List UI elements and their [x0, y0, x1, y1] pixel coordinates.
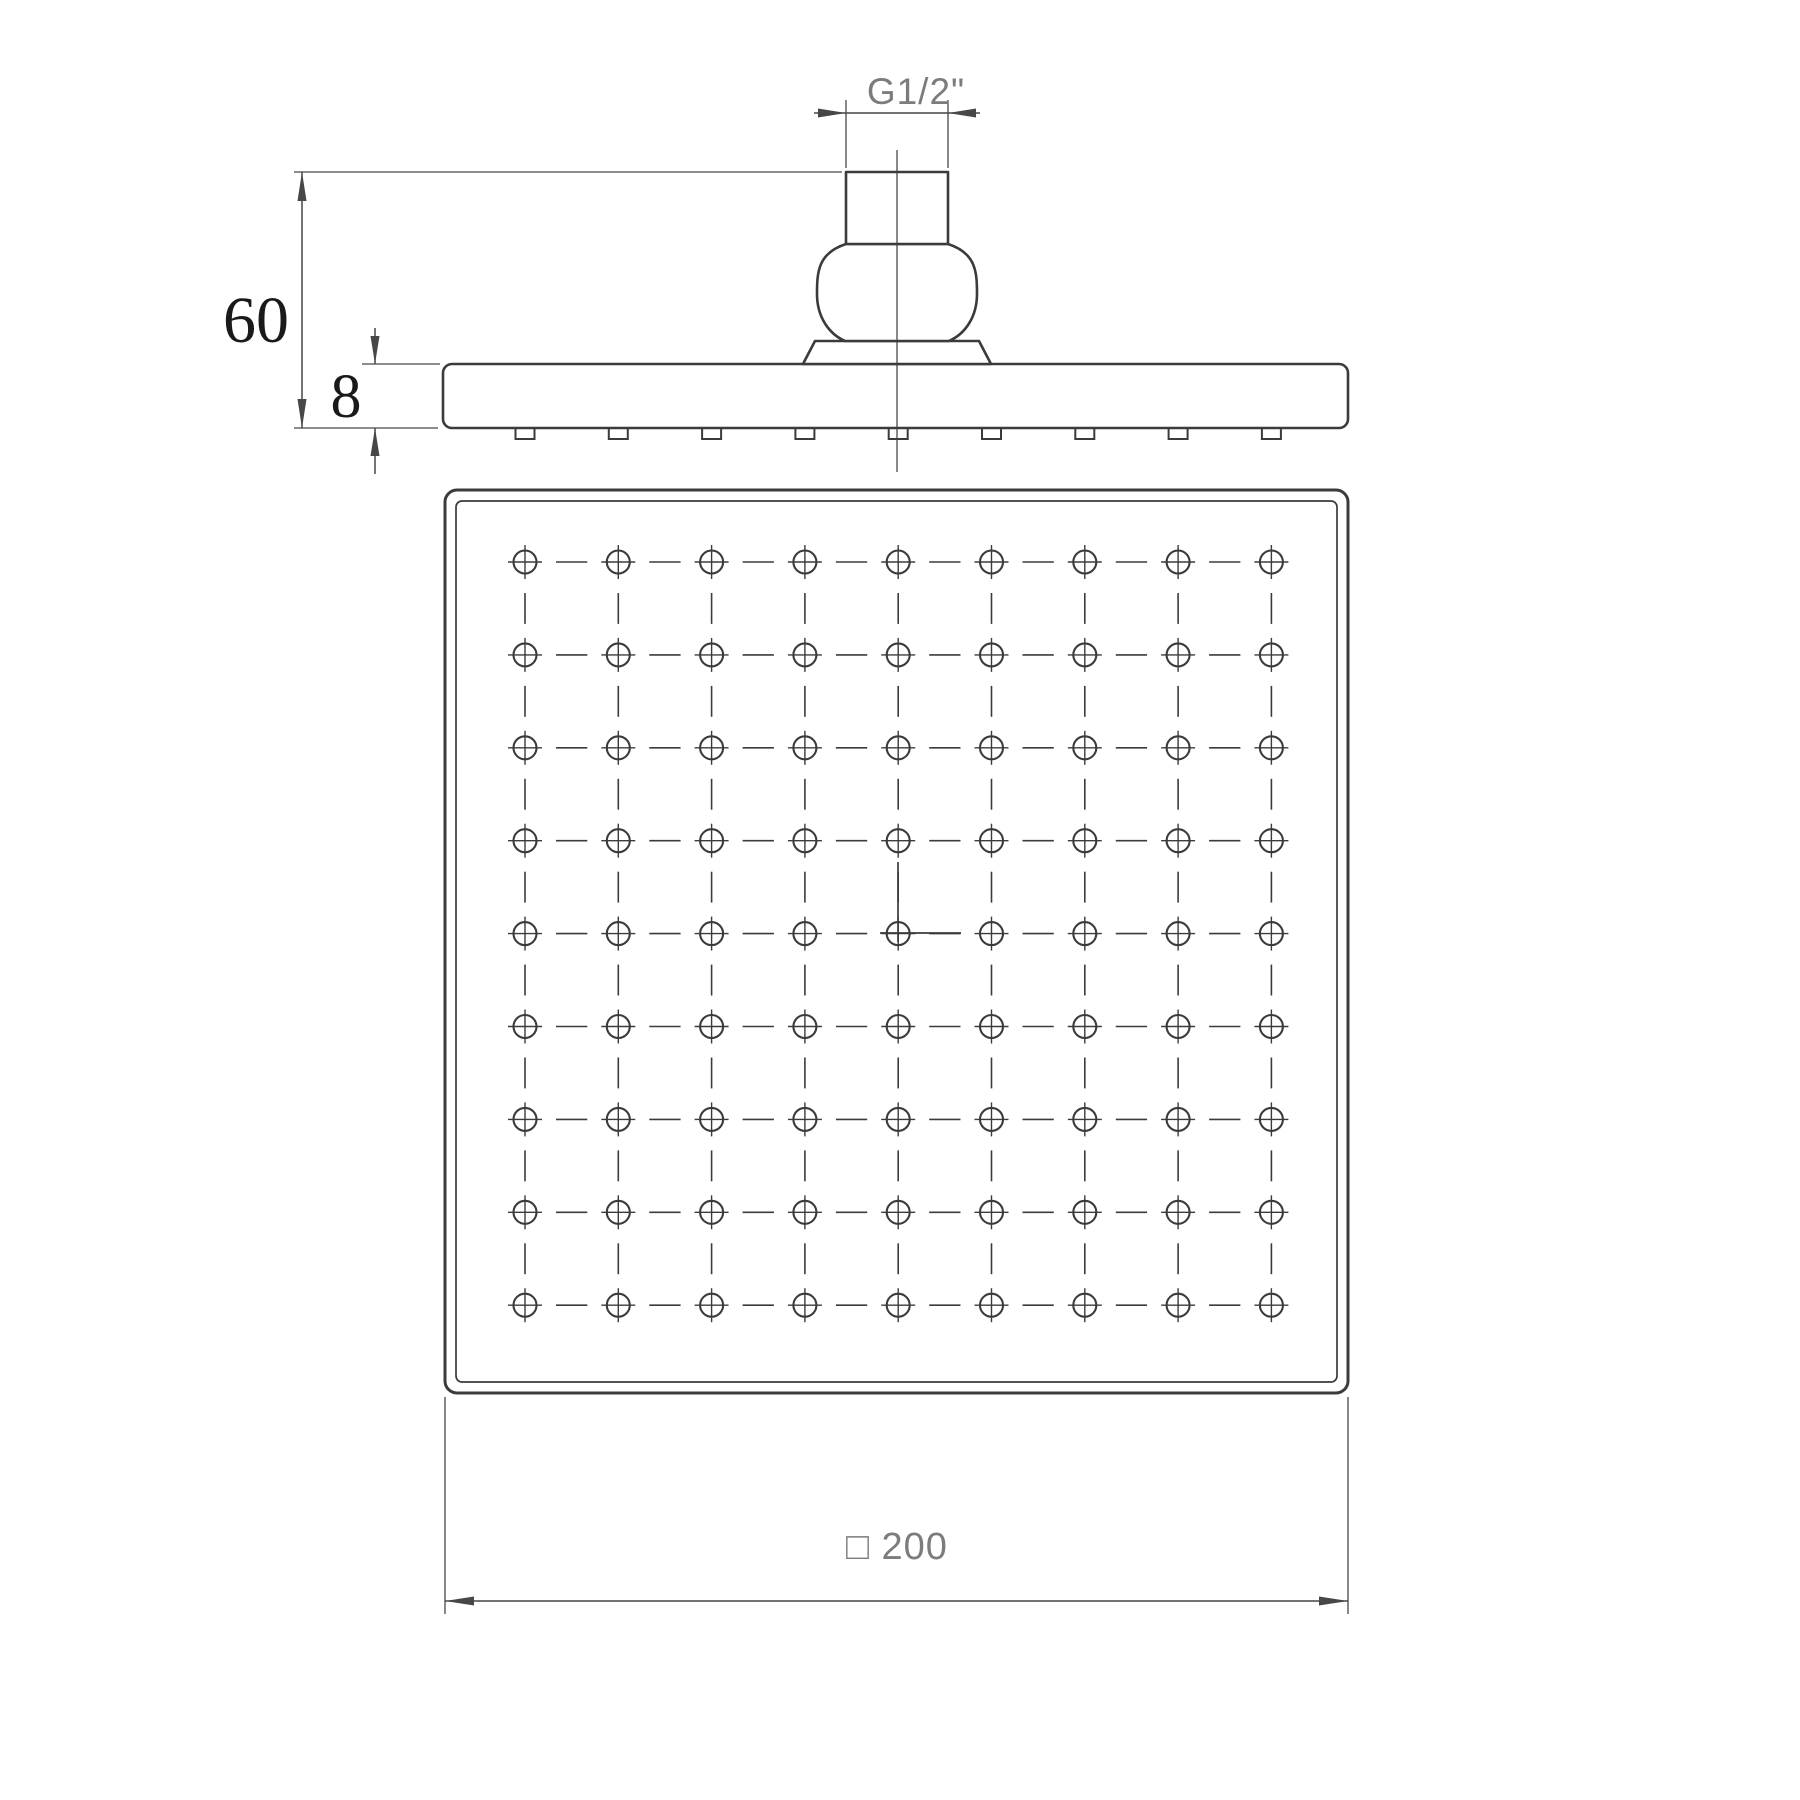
arrowhead [297, 399, 307, 428]
plate-size-label: □ 200 [846, 1526, 948, 1568]
plate-thickness-label: 8 [331, 363, 362, 431]
nozzle-nub [701, 427, 723, 440]
overall-height-label: 60 [223, 284, 289, 357]
dim-plate-thickness-8: 8 [331, 328, 440, 474]
nozzle-nub [1260, 427, 1282, 440]
nozzle-nub [1167, 427, 1189, 440]
nozzle-nub [607, 427, 629, 440]
nozzle-nub [887, 427, 909, 440]
plan-view [443, 488, 1350, 1395]
arrowhead [818, 108, 846, 118]
dim-thread-g12: G1/2" [814, 71, 980, 168]
head-plate-side [441, 362, 1350, 430]
nozzle-nub [1074, 427, 1096, 440]
arrowhead [948, 108, 976, 118]
arrowhead [297, 172, 307, 201]
nozzle-nub [514, 427, 536, 440]
thread-size-label: G1/2" [867, 71, 965, 112]
arrowhead [1319, 1596, 1348, 1606]
center-mark [880, 862, 961, 942]
nozzle-grid [508, 545, 1289, 1323]
arrowhead [445, 1596, 474, 1606]
nozzle-nub [981, 427, 1002, 440]
plate-inner-edge [455, 500, 1338, 1383]
arrowhead [370, 336, 380, 364]
nozzle-nub-row [514, 427, 1282, 440]
nozzle-nub [794, 427, 816, 440]
side-view [441, 150, 1350, 472]
dimensions: G1/2" 60 8 [223, 71, 1349, 1614]
dim-overall-height-60: 60 [223, 171, 842, 429]
arrowhead [370, 428, 380, 456]
dim-plate-width-200: □ 200 [444, 1397, 1349, 1614]
